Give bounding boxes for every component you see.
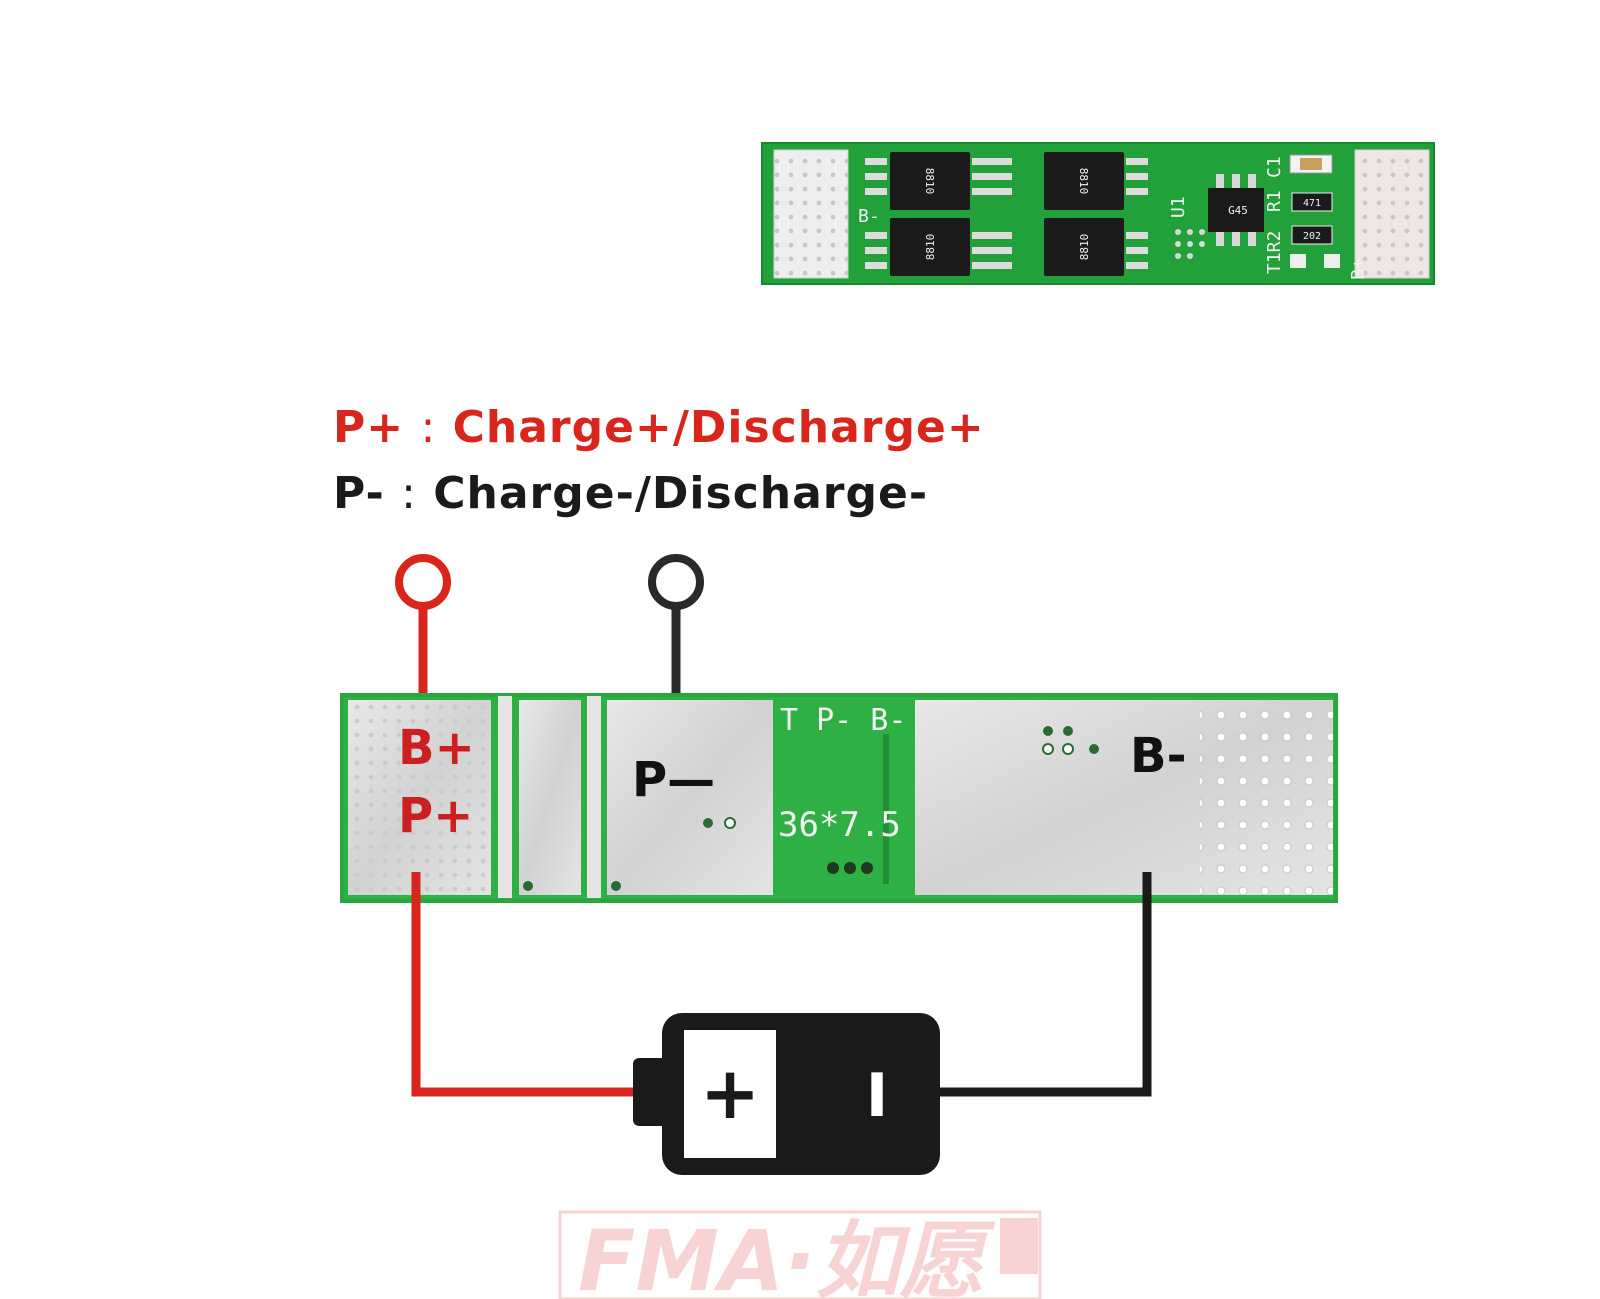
terminal-pplus-ring	[395, 554, 451, 610]
pcb-photo: 8810 8810 8810 8810 G45 471 202	[761, 142, 1435, 285]
via	[611, 881, 621, 891]
terminal-pminus-ring	[648, 554, 704, 610]
chip-label: 8810	[924, 234, 937, 261]
label-bplus: B+	[398, 720, 475, 776]
pcb-photo-pad-left-holes	[774, 150, 848, 278]
label-pminus: P—	[632, 752, 715, 808]
via	[724, 817, 736, 829]
mosfet-chip: 8810	[890, 218, 970, 276]
via-cluster	[1042, 726, 1099, 755]
controller-ic-label: G45	[1228, 204, 1248, 217]
pcb-diagram: B+ P+ P— B- T P- B- 36*7.5	[340, 693, 1338, 903]
pad-bplus-pplus-holes	[348, 700, 491, 895]
battery-plus-panel	[684, 1030, 776, 1158]
capacitor-c1-body	[1300, 158, 1322, 170]
legend-negative-terminal: P-	[333, 468, 385, 519]
resistor-r2	[1291, 225, 1333, 245]
silk-u1: U1	[1168, 196, 1189, 218]
pad-bminus-holes	[1200, 700, 1333, 895]
tab-pad	[1290, 254, 1306, 268]
pad-middle	[519, 700, 581, 895]
pcb-photo-leads	[865, 158, 1148, 269]
legend-negative-colon: :	[401, 468, 417, 519]
chip-label: 8810	[1077, 168, 1090, 195]
chip-label: 8810	[1078, 234, 1091, 261]
silk-bneg: B-	[858, 206, 880, 227]
strip-divider	[587, 696, 601, 898]
mosfet-chip: 8810	[890, 152, 970, 210]
legend-negative-text: Charge-/Discharge-	[433, 468, 929, 519]
battery-icon: + I	[633, 1013, 940, 1175]
watermark-logo: FMA·如愿	[558, 1210, 1042, 1299]
watermark-logo-text: FMA·如愿	[578, 1212, 996, 1299]
mosfet-chip: 8810	[1044, 152, 1124, 210]
wire-bminus-battery	[935, 872, 1152, 1097]
chip-label: 8810	[923, 168, 936, 195]
thermistor-holes	[827, 862, 873, 874]
silk-pins: T P- B-	[780, 703, 906, 738]
resistor-r1	[1291, 192, 1333, 212]
resistor-r1-label: 471	[1303, 198, 1321, 209]
legend-positive-text: Charge+/Discharge+	[452, 402, 985, 453]
silk-bpos: B+	[1348, 258, 1369, 280]
resistor-r2-label: 202	[1303, 231, 1321, 242]
battery-minus-symbol: I	[866, 1061, 888, 1131]
wire-bplus-battery	[411, 872, 640, 1097]
silk-r1: R1	[1264, 190, 1285, 212]
pcb-photo-vias	[1175, 229, 1205, 259]
controller-ic: G45	[1208, 174, 1264, 246]
via	[703, 818, 713, 828]
silk-c1: C1	[1264, 156, 1285, 178]
legend-positive-terminal: P+	[333, 402, 405, 453]
via	[523, 881, 533, 891]
mosfet-chip: 8810	[1044, 218, 1124, 276]
pad-pminus	[607, 700, 773, 895]
tab-pad	[1324, 254, 1340, 268]
legend-negative: P- : Charge-/Discharge-	[333, 468, 928, 519]
pcb-trace	[883, 734, 889, 884]
strip-divider	[498, 696, 512, 898]
battery-plus-symbol: +	[700, 1051, 760, 1135]
pcb-photo-pad-right-holes	[1355, 150, 1429, 278]
label-pplus: P+	[398, 788, 473, 844]
watermark-logo-frame	[558, 1210, 1042, 1299]
legend-positive-colon: :	[420, 402, 437, 453]
watermark-logo-cap	[1000, 1218, 1038, 1274]
silk-size: 36*7.5	[778, 805, 901, 845]
legend-positive: P+ : Charge+/Discharge+	[333, 402, 985, 453]
silk-t1r2: T1R2	[1264, 231, 1285, 274]
label-bminus: B-	[1130, 728, 1187, 784]
